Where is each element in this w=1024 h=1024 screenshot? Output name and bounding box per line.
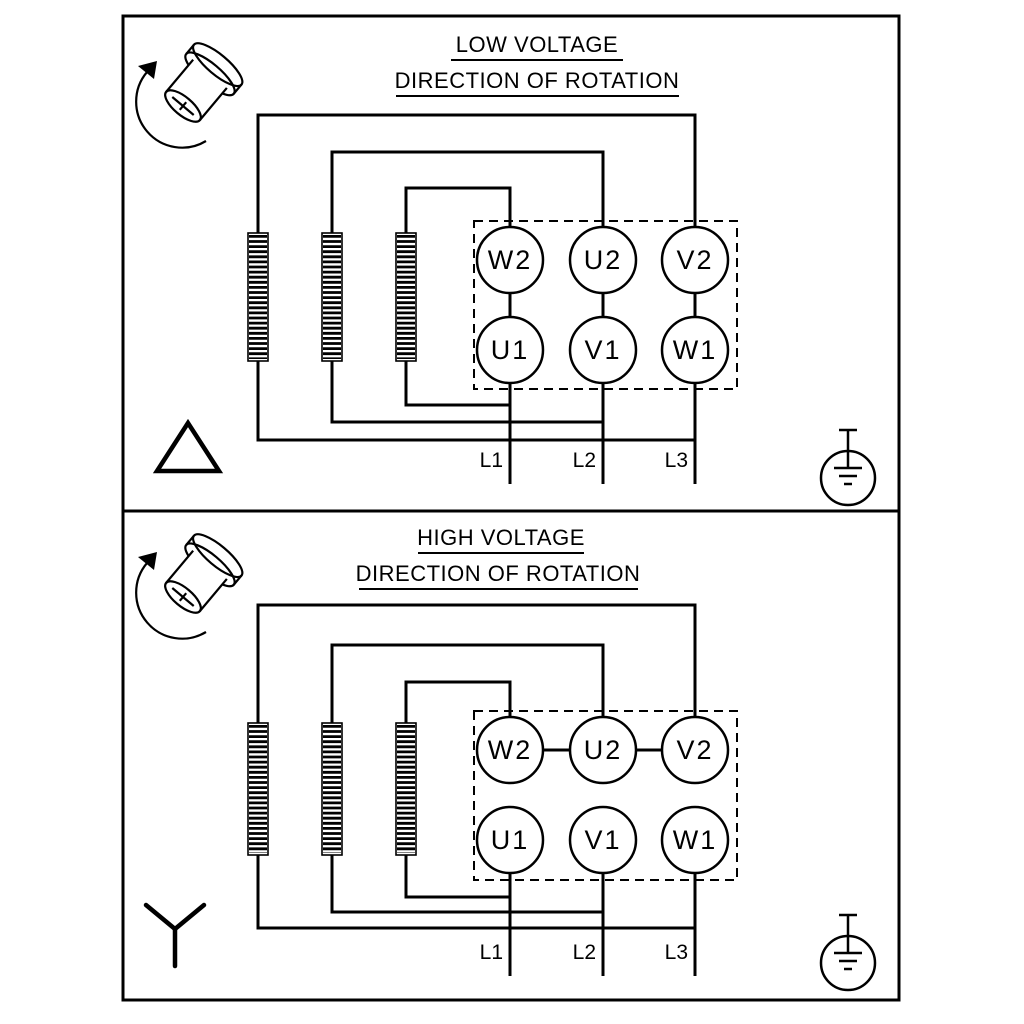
- earth-ground-icon: [819, 913, 877, 992]
- terminal-v1: V1: [568, 315, 638, 385]
- terminal-w2: W2: [475, 225, 545, 295]
- winding-coil: [321, 232, 343, 362]
- winding-coil: [395, 232, 417, 362]
- terminal-label: U1: [491, 825, 530, 855]
- panel-subtitle: DIRECTION OF ROTATION: [356, 561, 641, 586]
- terminal-u2: U2: [568, 715, 638, 785]
- panel-title: HIGH VOLTAGE: [417, 525, 585, 550]
- supply-line-l1: L1: [480, 449, 503, 472]
- panel-title: LOW VOLTAGE: [456, 32, 618, 57]
- terminal-label: W1: [673, 335, 718, 365]
- winding-coils: [247, 722, 417, 856]
- supply-line-l3: L3: [665, 449, 688, 472]
- winding-coils: [247, 232, 417, 362]
- supply-line-l3: L3: [665, 941, 688, 964]
- supply-line-labels: L1 L2 L3: [480, 941, 688, 964]
- winding-coil: [247, 722, 269, 856]
- winding-coil: [247, 232, 269, 362]
- terminal-w1: W1: [660, 805, 730, 875]
- supply-line-l2: L2: [573, 941, 596, 964]
- supply-line-labels: L1 L2 L3: [480, 449, 688, 472]
- rotation-direction-arrow-icon: [135, 61, 207, 149]
- terminal-w2: W2: [475, 715, 545, 785]
- panel-subtitle: DIRECTION OF ROTATION: [395, 68, 680, 93]
- star-connection-icon: [143, 902, 207, 969]
- terminal-label: U2: [584, 735, 623, 765]
- winding-coil: [395, 722, 417, 856]
- terminal-label: W2: [488, 735, 533, 765]
- terminal-block: [473, 220, 738, 390]
- terminal-label: V1: [584, 335, 621, 365]
- terminals: W2 U2 V2 U1 V1 W1: [475, 225, 730, 385]
- terminal-v2: V2: [660, 225, 730, 295]
- diagram-border: [121, 14, 901, 1002]
- terminal-label: V2: [676, 245, 713, 275]
- terminal-block: [473, 710, 738, 881]
- terminal-label: V2: [676, 735, 713, 765]
- wires: [256, 113, 697, 484]
- terminal-label: W2: [488, 245, 533, 275]
- motor-shaft-icon: [135, 533, 244, 640]
- terminal-label: V1: [584, 825, 621, 855]
- terminal-label: U1: [491, 335, 530, 365]
- terminal-v1: V1: [568, 805, 638, 875]
- terminal-v2: V2: [660, 715, 730, 785]
- supply-line-l2: L2: [573, 449, 596, 472]
- motor-shaft-icon: [135, 42, 244, 149]
- terminal-u1: U1: [475, 805, 545, 875]
- terminal-u1: U1: [475, 315, 545, 385]
- earth-ground-icon: [819, 428, 877, 507]
- panel-high-voltage: HIGH VOLTAGE DIRECTION OF ROTATION: [135, 525, 877, 992]
- terminals: W2 U2 V2 U1 V1 W1: [475, 715, 730, 875]
- supply-line-l1: L1: [480, 941, 503, 964]
- terminal-label: U2: [584, 245, 623, 275]
- terminal-u2: U2: [568, 225, 638, 295]
- wires: [256, 603, 697, 976]
- delta-connection-icon: [152, 418, 224, 474]
- panel-low-voltage: LOW VOLTAGE DIRECTION OF ROTATION: [135, 32, 877, 507]
- winding-coil: [321, 722, 343, 856]
- terminal-w1: W1: [660, 315, 730, 385]
- delta-links: [508, 293, 697, 317]
- rotation-direction-arrow-icon: [135, 552, 207, 640]
- terminal-label: W1: [673, 825, 718, 855]
